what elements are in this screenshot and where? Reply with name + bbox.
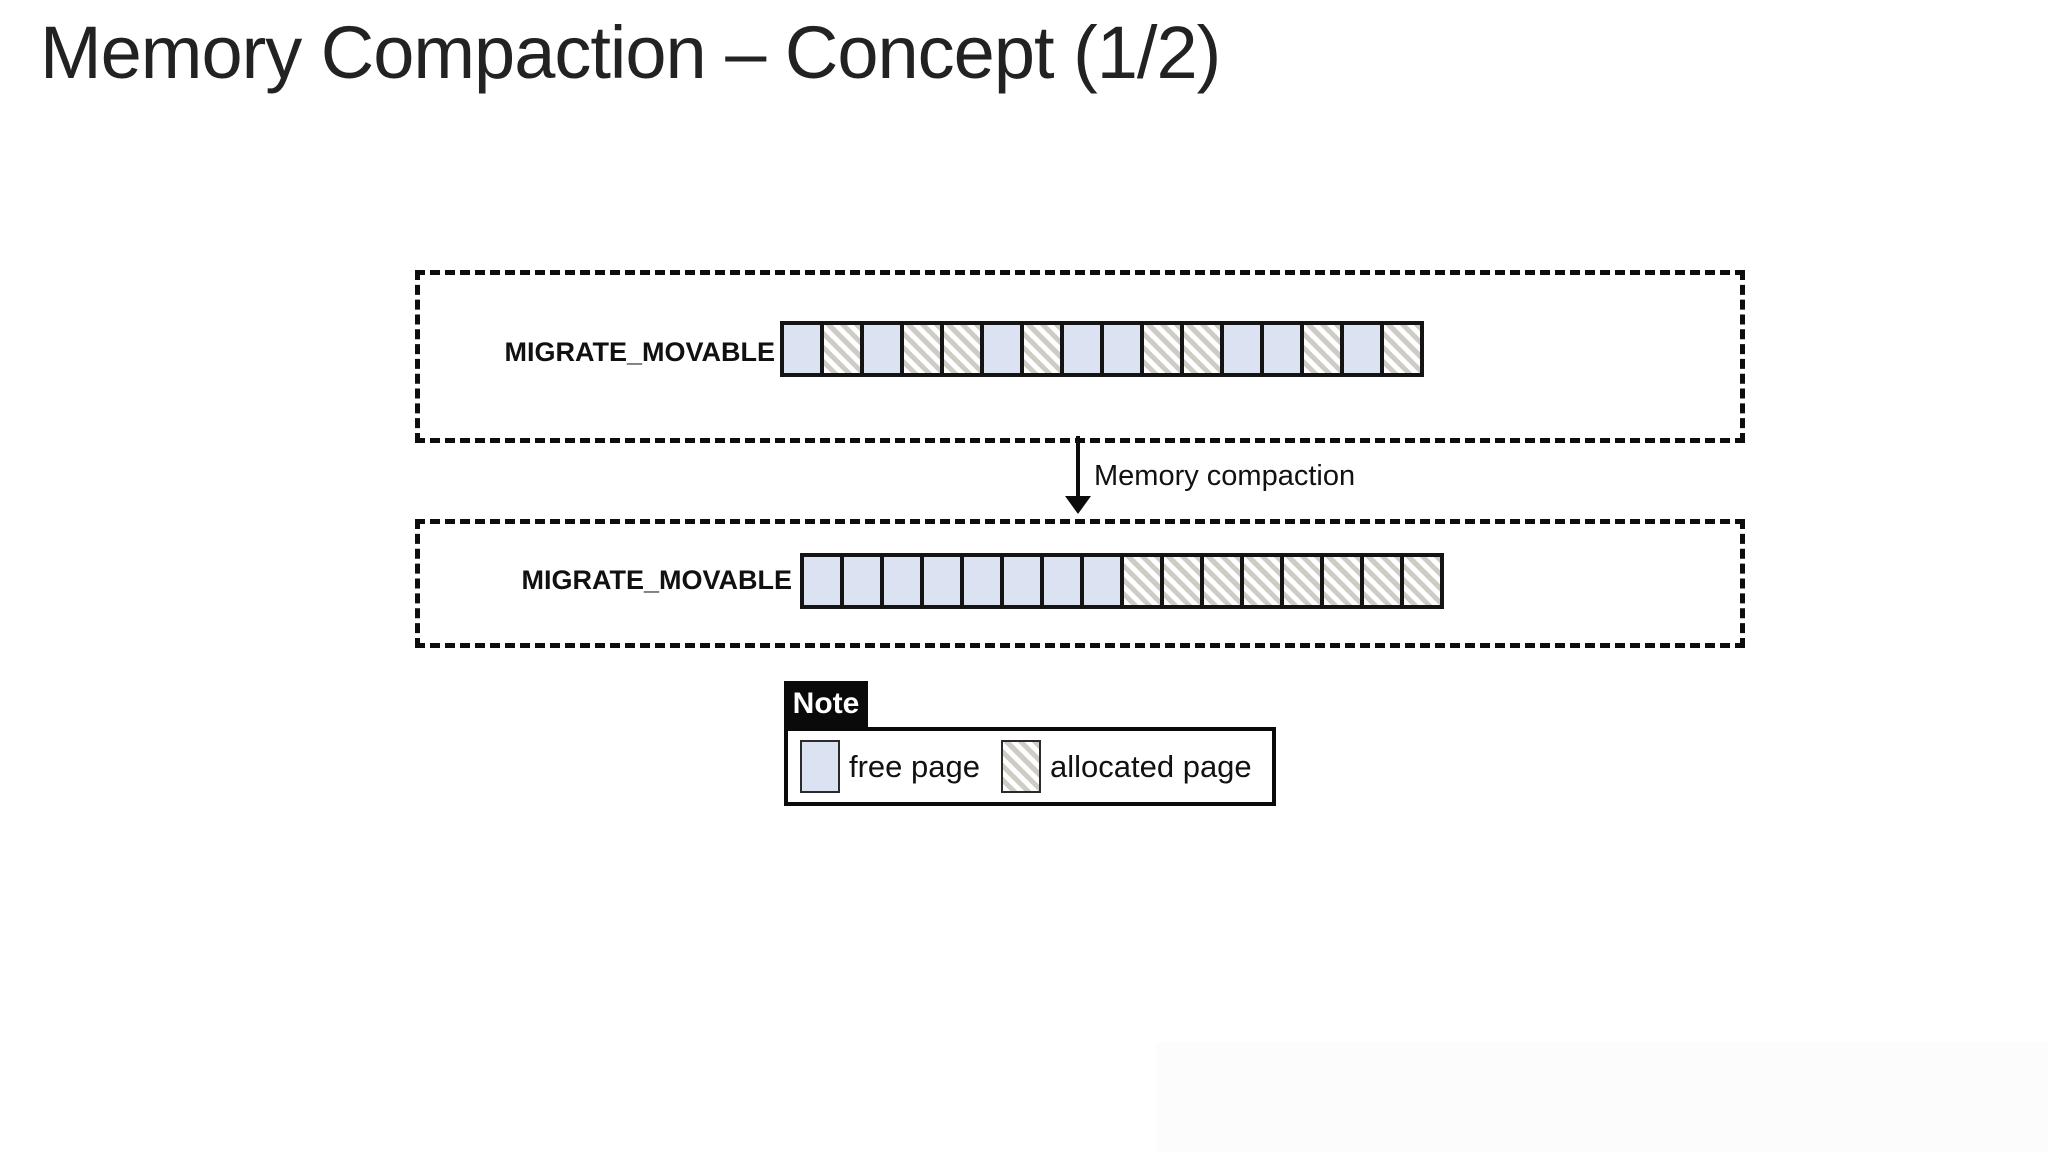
allocated-page-cell: [1242, 555, 1282, 607]
migrate-movable-label-before: MIGRATE_MOVABLE: [504, 337, 775, 367]
allocated-page-cell: [822, 323, 862, 375]
free-page-cell: [962, 555, 1002, 607]
corner-tint: [1156, 1042, 2048, 1152]
allocated-page-cell: [1382, 323, 1422, 375]
free-page-label: free page: [849, 748, 980, 784]
free-page-cell: [1002, 555, 1042, 607]
memory-compaction-label: Memory compaction: [1094, 460, 1356, 492]
legend-item-allocated: allocated page: [1001, 740, 1252, 793]
allocated-page-cell: [1362, 555, 1402, 607]
note-tab: Note: [784, 681, 868, 727]
page-row-before: [780, 321, 1424, 377]
allocated-page-swatch: [1001, 740, 1041, 793]
free-page-swatch: [800, 740, 840, 793]
allocated-page-cell: [1122, 555, 1162, 607]
free-page-cell: [802, 555, 842, 607]
free-page-cell: [1042, 555, 1082, 607]
free-page-cell: [842, 555, 882, 607]
free-page-cell: [882, 555, 922, 607]
free-page-cell: [922, 555, 962, 607]
legend-item-free: free page: [800, 740, 980, 793]
free-page-cell: [1082, 555, 1122, 607]
allocated-page-label: allocated page: [1050, 748, 1252, 784]
allocated-page-cell: [1182, 323, 1222, 375]
free-page-cell: [982, 323, 1022, 375]
allocated-page-cell: [1302, 323, 1342, 375]
allocated-page-cell: [1322, 555, 1362, 607]
page-title: Memory Compaction – Concept (1/2): [40, 11, 1221, 94]
allocated-page-cell: [902, 323, 942, 375]
free-page-cell: [1102, 323, 1142, 375]
migrate-movable-label-after: MIGRATE_MOVABLE: [521, 565, 792, 595]
allocated-page-cell: [1282, 555, 1322, 607]
down-arrow-shaft: [1076, 436, 1080, 498]
legend-box: free page allocated page: [784, 727, 1276, 806]
allocated-page-cell: [1142, 323, 1182, 375]
down-arrow-icon: [1065, 496, 1091, 514]
allocated-page-cell: [1202, 555, 1242, 607]
memory-zone-before-box: MIGRATE_MOVABLE: [415, 270, 1745, 443]
page-row-after: [800, 553, 1444, 609]
allocated-page-cell: [1022, 323, 1062, 375]
allocated-page-cell: [1402, 555, 1442, 607]
free-page-cell: [1342, 323, 1382, 375]
free-page-cell: [862, 323, 902, 375]
allocated-page-cell: [942, 323, 982, 375]
free-page-cell: [1062, 323, 1102, 375]
free-page-cell: [782, 323, 822, 375]
memory-zone-after-box: MIGRATE_MOVABLE: [415, 519, 1745, 648]
free-page-cell: [1262, 323, 1302, 375]
allocated-page-cell: [1162, 555, 1202, 607]
free-page-cell: [1222, 323, 1262, 375]
